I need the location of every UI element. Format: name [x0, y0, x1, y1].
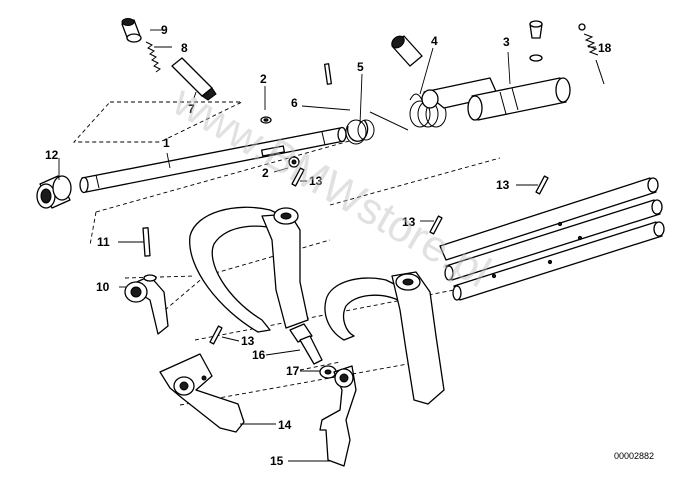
callout-10: 10: [96, 280, 110, 294]
guide-sleeve: [391, 35, 423, 67]
selector-driver: [124, 274, 169, 335]
pivot-pin: [529, 20, 543, 62]
diagram-number: 00002882: [614, 451, 654, 461]
hex-bolt: [289, 323, 323, 365]
selector-fork-large: [189, 206, 309, 333]
shift-lever-lower: [319, 365, 357, 467]
roll-pins: [209, 167, 549, 345]
callout-18: 18: [598, 41, 612, 55]
callout-7: 7: [188, 102, 195, 116]
callout-1: 1: [163, 136, 170, 150]
callout-14: 14: [278, 418, 292, 432]
callout-3: 3: [503, 35, 510, 49]
callout-9: 9: [161, 23, 168, 37]
callout-2: 2: [260, 72, 267, 86]
washer: [260, 116, 272, 124]
leader-lines: [58, 29, 596, 462]
callout-4: 4: [431, 34, 438, 48]
callout-6: 6: [291, 96, 298, 110]
callout-15: 15: [270, 454, 284, 468]
compression-spring: [145, 41, 161, 73]
callout-13: 13: [402, 215, 416, 229]
shift-lever: [421, 77, 571, 121]
callout-16: 16: [252, 348, 266, 362]
selector-fork-medium: [324, 271, 445, 405]
callout-13: 13: [309, 174, 323, 188]
shift-arm-lower: [159, 353, 245, 433]
callout-11: 11: [97, 235, 110, 249]
bushing: [36, 175, 72, 209]
callout-5: 5: [357, 60, 364, 74]
circlip: [345, 119, 375, 145]
callout-8: 8: [181, 41, 188, 55]
dowel-pin: [142, 227, 151, 257]
roll-pin: [323, 63, 333, 85]
detent-pin: [171, 57, 217, 101]
spacer-washer: [319, 365, 337, 379]
callout-13: 13: [496, 178, 510, 192]
callout-12: 12: [45, 148, 59, 162]
selector-spring: [578, 23, 605, 85]
callout-17: 17: [286, 364, 300, 378]
screw-plug: [121, 18, 142, 43]
callout-labels: 1 2 2 3 4 5 6 7 8 9 10 11 12 13 13 13 13…: [45, 23, 612, 468]
callout-13: 13: [241, 334, 255, 348]
selector-rails: [439, 177, 665, 301]
callout-2: 2: [262, 166, 269, 180]
